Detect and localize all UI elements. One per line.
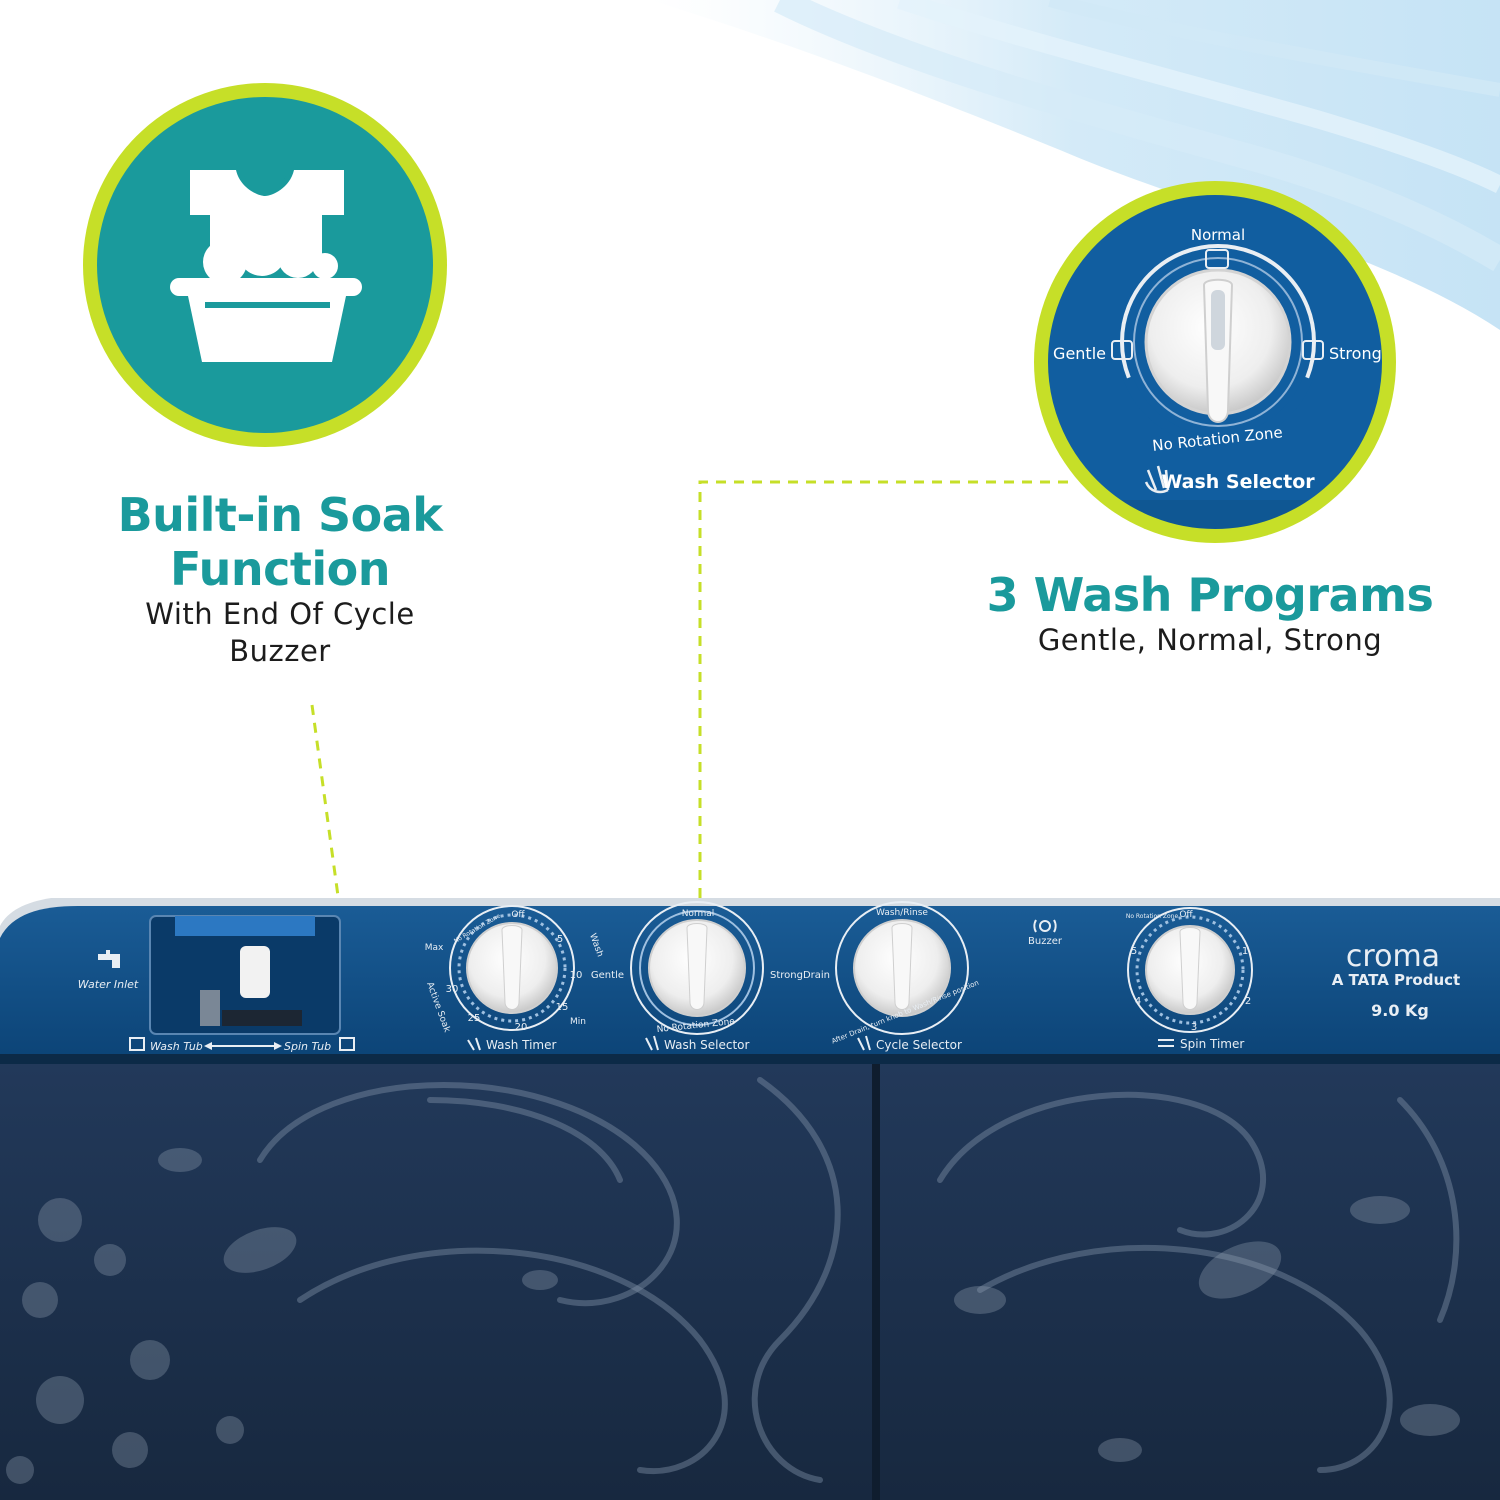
spin-tub-icon xyxy=(339,1037,355,1051)
wash-tub-label: Wash Tub xyxy=(150,1040,203,1053)
wash-selector-icon xyxy=(645,1035,659,1051)
water-inlet: Water Inlet xyxy=(78,950,139,991)
floral-lid-pattern xyxy=(257,1077,1460,1483)
wash-tub-icon xyxy=(129,1037,145,1051)
wash-selector: Normal Gentle Strong No Rotation Zone Wa… xyxy=(591,901,803,1052)
zoom-label-gentle: Gentle xyxy=(1053,344,1106,363)
buzzer-label: Buzzer xyxy=(1028,936,1063,947)
cycle-selector-label: Cycle Selector xyxy=(876,1038,962,1052)
programs-callout-text: 3 Wash Programs Gentle, Normal, Strong xyxy=(960,568,1460,659)
wash-selector-label: Wash Selector xyxy=(664,1038,749,1052)
wash-timer-10: 10 xyxy=(570,970,583,981)
spin-timer-label: Spin Timer xyxy=(1180,1037,1244,1051)
brand-block: croma A TATA Product 9.0 Kg xyxy=(1332,939,1460,1020)
programs-subtitle: Gentle, Normal, Strong xyxy=(1037,623,1383,657)
soak-subtitle-line1: With End Of Cycle xyxy=(145,597,415,631)
washing-machine: Water Inlet Wash Tub Spin Tub xyxy=(0,898,1500,1500)
wash-timer-off: Off xyxy=(511,910,525,920)
cycle-selector-icon xyxy=(857,1035,871,1051)
cycle-selector-top: Wash/Rinse xyxy=(876,908,928,918)
tub-direction-label: Wash Tub Spin Tub xyxy=(129,1037,355,1053)
spin-timer-4: 4 xyxy=(1135,996,1141,1007)
soak-title-line2: Function xyxy=(169,542,391,596)
wave-background xyxy=(650,0,1500,330)
cycle-selector-drain: Drain xyxy=(803,970,830,981)
wash-timer-label: Wash Timer xyxy=(486,1038,556,1052)
soak-callout-text: Built-in Soak Function With End Of Cycle… xyxy=(80,488,480,670)
wash-timer-5: 5 xyxy=(557,934,563,945)
brand-logo: croma xyxy=(1346,939,1440,974)
zoom-label-strong: Strong xyxy=(1329,344,1382,363)
spin-tub-label: Spin Tub xyxy=(284,1040,331,1053)
buzzer-indicator: Buzzer xyxy=(1028,919,1063,947)
zoom-label-normal: Normal xyxy=(1191,226,1245,244)
programs-leader-line xyxy=(698,480,1068,935)
wash-timer-knob[interactable] xyxy=(466,922,558,1014)
wash-tub-lid[interactable] xyxy=(0,1064,872,1500)
spin-timer-off: Off xyxy=(1179,910,1193,920)
spin-timer-1: 1 xyxy=(1242,946,1248,957)
soak-subtitle-line2: Buzzer xyxy=(229,634,331,668)
spin-timer-zone: No Rotation Zone xyxy=(1126,913,1179,920)
soak-compartment[interactable] xyxy=(149,915,341,1035)
spin-tub-lid[interactable] xyxy=(880,1064,1500,1500)
spin-timer: Off 1 2 3 4 5 No Rotation Zone Spin Time… xyxy=(1126,907,1253,1051)
wash-timer-min: Min xyxy=(570,1017,586,1027)
wash-selector-strong: Strong xyxy=(770,970,803,981)
spin-timer-5: 5 xyxy=(1131,946,1137,957)
brand-tagline: A TATA Product xyxy=(1332,971,1460,989)
spin-timer-3: 3 xyxy=(1191,1022,1197,1033)
water-inlet-label: Water Inlet xyxy=(78,978,139,991)
wash-timer-15: 15 xyxy=(556,1002,569,1013)
wash-timer-30: 30 xyxy=(446,984,459,995)
floral-lid-flowers xyxy=(6,1148,1460,1484)
wash-timer-icon xyxy=(467,1037,481,1051)
zoom-hand-icon xyxy=(1144,465,1170,494)
spin-timer-2: 2 xyxy=(1245,996,1251,1007)
faucet-icon xyxy=(98,950,120,968)
zoom-label-wash-selector: Wash Selector xyxy=(1161,471,1315,493)
soak-basin-shirt-icon xyxy=(170,170,362,362)
soak-callout-badge xyxy=(83,83,447,447)
soak-title-line1: Built-in Soak xyxy=(117,488,443,542)
wash-timer-20: 20 xyxy=(515,1022,528,1033)
programs-title: 3 Wash Programs xyxy=(986,568,1434,622)
buzzer-icon xyxy=(1033,919,1057,933)
wash-timer-max: Max xyxy=(425,943,444,953)
cycle-selector-knob[interactable] xyxy=(853,919,951,1017)
wash-selector-normal: Normal xyxy=(682,909,715,919)
wash-selector-zoom: Normal Gentle Strong No Rotation Zone Wa… xyxy=(1034,181,1396,543)
wash-selector-knob[interactable] xyxy=(648,919,746,1017)
wash-selector-gentle: Gentle xyxy=(591,970,624,981)
capacity-label: 9.0 Kg xyxy=(1371,1001,1429,1020)
spin-timer-icon xyxy=(1158,1039,1174,1047)
spin-timer-knob[interactable] xyxy=(1145,925,1235,1015)
wash-timer-25: 25 xyxy=(468,1013,481,1024)
